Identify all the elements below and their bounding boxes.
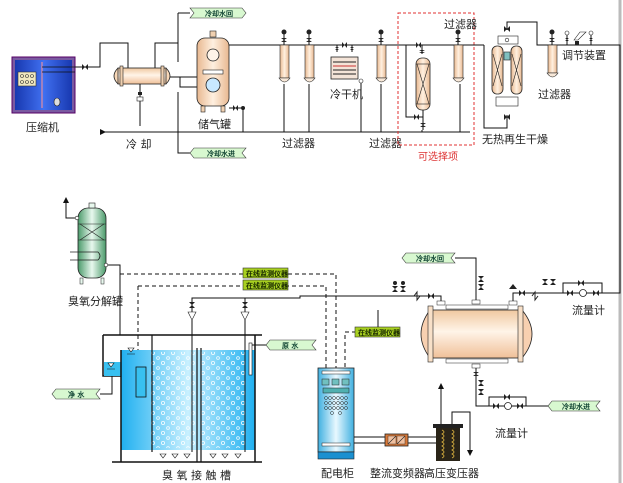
cabinet-label: 配电柜 [321, 467, 354, 480]
adsorption-column[interactable] [414, 42, 431, 130]
pipe-tank-inlet [179, 77, 197, 88]
heatless-dryer[interactable] [491, 26, 523, 120]
hv-transformer[interactable] [433, 383, 473, 461]
pipe-optional-bypass [402, 44, 484, 133]
ozone-destructor[interactable] [63, 197, 109, 285]
valve-compressor[interactable] [82, 64, 88, 70]
distribution-cabinet[interactable] [317, 367, 355, 460]
aftercooler[interactable] [113, 65, 171, 126]
tag-raw-water: 原 水 [265, 339, 317, 351]
heatless-dryer-label: 无热再生干燥 [482, 132, 548, 146]
compressor[interactable] [11, 56, 76, 114]
svg-text:净 水: 净 水 [68, 390, 85, 399]
cooler-label: 冷 却 [126, 138, 152, 151]
filter-1[interactable] [278, 29, 291, 133]
tag-cooling-water-return-gen: 冷却水回 [401, 252, 470, 264]
filter-label-4: 过滤器 [538, 88, 571, 101]
tag-monitor-3: 在线监测仪器 [354, 310, 401, 338]
filter-5[interactable] [546, 29, 559, 78]
tag-monitor-2: 在线监测仪器 [242, 279, 289, 291]
refrigerated-dryer[interactable] [330, 42, 364, 132]
filter-2[interactable] [303, 29, 316, 133]
pipe-heatless-dryer [483, 21, 621, 260]
flowmeter-1[interactable] [562, 280, 603, 297]
destructor-label: 臭氧分解罐 [68, 294, 123, 308]
air-receiver-tank[interactable] [196, 30, 230, 113]
filter-3[interactable] [375, 29, 388, 133]
flowmeter-label-1: 流量计 [572, 303, 605, 317]
tag-cooling-water-return-top: 冷却水回 [189, 7, 247, 19]
rectifier-inverter[interactable] [384, 433, 409, 447]
pipe-cooling-in [177, 92, 190, 154]
generator-inlet-valves[interactable] [392, 276, 556, 302]
filter-label-3: 过滤器 [444, 18, 477, 31]
svg-text:在线监测仪器: 在线监测仪器 [246, 281, 289, 290]
svg-text:冷却水进: 冷却水进 [562, 402, 590, 411]
ozone-generator[interactable] [420, 299, 533, 369]
svg-text:冷却水进: 冷却水进 [207, 149, 235, 158]
tank-drain-valve[interactable] [229, 105, 245, 132]
filter-label-2: 过滤器 [369, 137, 402, 150]
pipe-compressor-outlet [75, 42, 179, 68]
tag-cooling-water-in-gen: 冷却水进 [547, 400, 601, 412]
compressor-label: 压缩机 [26, 120, 59, 134]
pressure-regulator[interactable] [564, 30, 594, 45]
svg-text:冷却水回: 冷却水回 [205, 9, 233, 18]
svg-text:在线监测仪器: 在线监测仪器 [358, 328, 401, 337]
pipe-clean-water [100, 376, 113, 395]
tag-monitor-1: 在线监测仪器 [242, 267, 289, 279]
optional-config-box [397, 12, 475, 146]
generator-outlet-valves[interactable] [473, 372, 484, 395]
power-lines [354, 436, 436, 444]
flowmeter-label-2: 流量计 [495, 426, 528, 440]
tag-clean-water: 净 水 [51, 388, 101, 400]
tag-cooling-water-in-top: 冷却水进 [189, 147, 247, 159]
filter-label-1: 过滤器 [282, 137, 315, 150]
contact-tank-valves[interactable] [187, 302, 250, 321]
flowmeter-2[interactable] [488, 394, 527, 410]
contact-tank-label: 臭 氧 接 触 槽 [162, 468, 231, 482]
svg-text:冷却水回: 冷却水回 [416, 254, 444, 263]
filter-4[interactable] [452, 29, 465, 83]
svg-text:原 水: 原 水 [282, 341, 299, 350]
dryer-label: 冷干机 [330, 87, 363, 101]
regulator-label: 调节装置 [562, 49, 606, 62]
pipe-generator-gas [418, 257, 621, 407]
svg-text:在线监测仪器: 在线监测仪器 [246, 269, 289, 278]
air-tank-label: 储气罐 [198, 117, 231, 131]
pipe-ozone-gas [191, 295, 418, 328]
ozone-contact-tank[interactable] [102, 328, 262, 463]
inverter-label: 整流变频器 [370, 466, 425, 480]
transformer-label: 高压变压器 [424, 466, 479, 480]
pipe-offgas [108, 264, 121, 335]
signal-lines [120, 273, 356, 368]
optional-config-label: 可选择项 [418, 150, 458, 163]
